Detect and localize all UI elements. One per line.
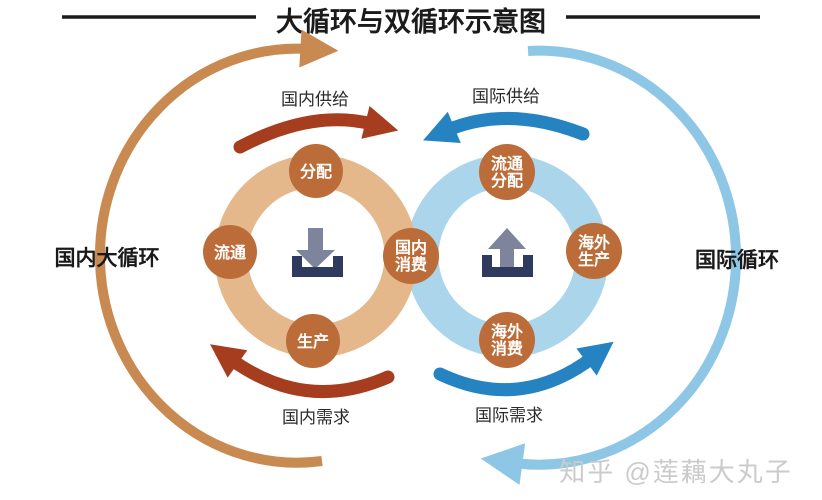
domestic-supply-label: 国内供给 [281, 90, 349, 109]
node-overseas-production-line2: 生产 [578, 250, 610, 269]
node-circulation-label: 流通 [214, 243, 246, 262]
node-domestic-consumption-circle [383, 228, 439, 284]
international-supply-arrow [423, 111, 590, 144]
domestic-supply-arrow [233, 105, 399, 154]
upload-arrow-head [488, 228, 526, 249]
node-circulation-circle [203, 225, 257, 279]
node-circulation: 流通 [203, 225, 257, 279]
download-icon [292, 228, 343, 277]
node-production-circle [286, 314, 340, 368]
upload-arrow-shaft [500, 247, 514, 268]
node-production-label: 生产 [297, 332, 329, 351]
international-demand-arrow [433, 341, 614, 397]
node-domestic-consumption-line2: 消费 [395, 255, 427, 274]
download-tray [292, 256, 343, 277]
node-distribution: 分配 [289, 144, 343, 198]
node-circulation-distribution-circle [479, 144, 535, 200]
upload-tray [482, 255, 533, 277]
node-overseas-production-circle [566, 223, 622, 279]
domestic-demand-arrow [210, 344, 395, 399]
node-circulation-distribution: 流通 分配 [479, 144, 535, 200]
node-overseas-consumption: 海外 消费 [479, 312, 535, 368]
download-arrow-head [296, 250, 335, 269]
international-supply-label: 国际供给 [472, 87, 540, 106]
upload-icon [482, 228, 533, 277]
node-overseas-consumption-circle [479, 312, 535, 368]
node-overseas-consumption-line2: 消费 [491, 339, 523, 358]
download-arrow-shaft [308, 228, 323, 252]
node-distribution-label: 分配 [300, 163, 332, 181]
domestic-demand-label: 国内需求 [282, 408, 350, 427]
international-loop-label: 国际循环 [695, 248, 779, 272]
domestic-loop-arrow [95, 29, 339, 468]
node-circulation-distribution-line1: 流通 [491, 154, 523, 173]
node-domestic-consumption-line1: 国内 [395, 238, 427, 257]
node-domestic-consumption: 国内 消费 [383, 228, 439, 284]
node-production: 生产 [286, 314, 340, 368]
domestic-loop-label: 国内大循环 [55, 246, 160, 270]
node-overseas-consumption-line1: 海外 [491, 322, 523, 341]
node-distribution-circle [289, 144, 343, 198]
international-loop-arrow [480, 45, 741, 485]
watermark-text: 知乎 @莲藕大丸子 [559, 457, 793, 487]
international-demand-label: 国际需求 [475, 406, 543, 425]
page-title: 大循环与双循环示意图 [276, 6, 546, 37]
node-overseas-production: 海外 生产 [566, 223, 622, 279]
node-overseas-production-line1: 海外 [578, 233, 610, 252]
node-circulation-distribution-line2: 分配 [491, 172, 523, 190]
